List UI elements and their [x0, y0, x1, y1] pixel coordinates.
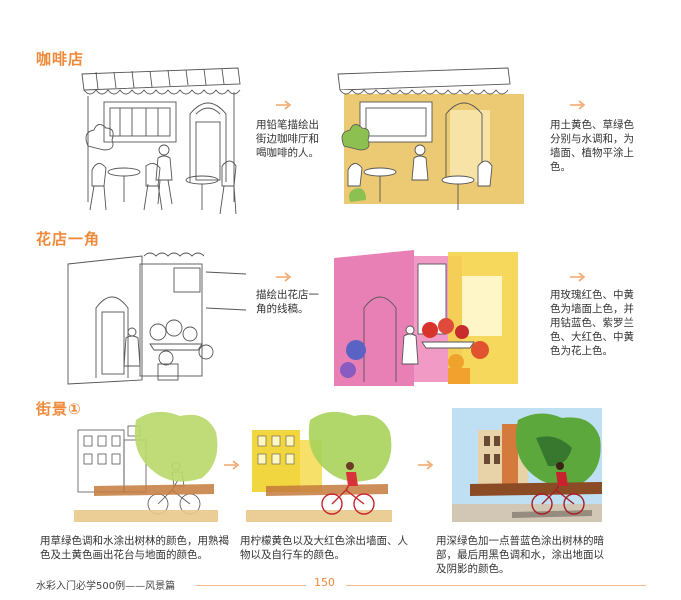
footer-divider-left — [196, 585, 306, 586]
street-step2-caption: 用柠檬黄色以及大红色涂出墙面、人物以及自行车的颜色。 — [240, 535, 408, 561]
arrow-right-icon — [570, 272, 586, 282]
page-number: 150 — [314, 576, 335, 589]
arrow-right-icon — [570, 100, 586, 110]
street-step2-illustration — [246, 410, 392, 522]
flower-shop-step1-caption: 描绘出花店一角的线稿。 — [256, 289, 319, 315]
book-title: 水彩入门必学500例——风景篇 — [36, 581, 176, 592]
street-step1-illustration — [74, 410, 218, 522]
arrow-right-icon — [418, 460, 434, 470]
flower-shop-colored-illustration — [330, 246, 520, 388]
section-title-street: 街景① — [36, 400, 82, 418]
arrow-right-icon — [276, 100, 292, 110]
street-step1-caption: 用草绿色调和水涂出树林的颜色，用熟褐色及土黄色画出花台与地面的颜色。 — [40, 535, 229, 561]
flower-shop-sketch-illustration — [62, 248, 248, 388]
arrow-right-icon — [224, 460, 240, 470]
cafe-colored-illustration — [330, 62, 528, 220]
cafe-step1-caption: 用铅笔描绘出街边咖啡厅和喝咖啡的人。 — [256, 119, 319, 159]
flower-shop-step2-caption: 用玫瑰红色、中黄色为墙面上色，并用钴蓝色、紫罗兰色、大红色、中黄色为花上色。 — [550, 289, 634, 357]
arrow-right-icon — [276, 272, 292, 282]
section-title-flower-shop: 花店一角 — [36, 230, 101, 248]
footer-divider-right — [346, 585, 646, 586]
section-title-cafe: 咖啡店 — [36, 50, 85, 68]
street-step3-caption: 用深绿色加一点普蓝色涂出树林的暗部，最后用黑色调和水，涂出地面以及阴影的颜色。 — [436, 535, 604, 575]
street-step3-illustration — [452, 408, 602, 522]
cafe-step2-caption: 用土黄色、草绿色分别与水调和，为墙面、植物平涂上色。 — [550, 119, 634, 173]
cafe-sketch-illustration — [74, 62, 246, 220]
